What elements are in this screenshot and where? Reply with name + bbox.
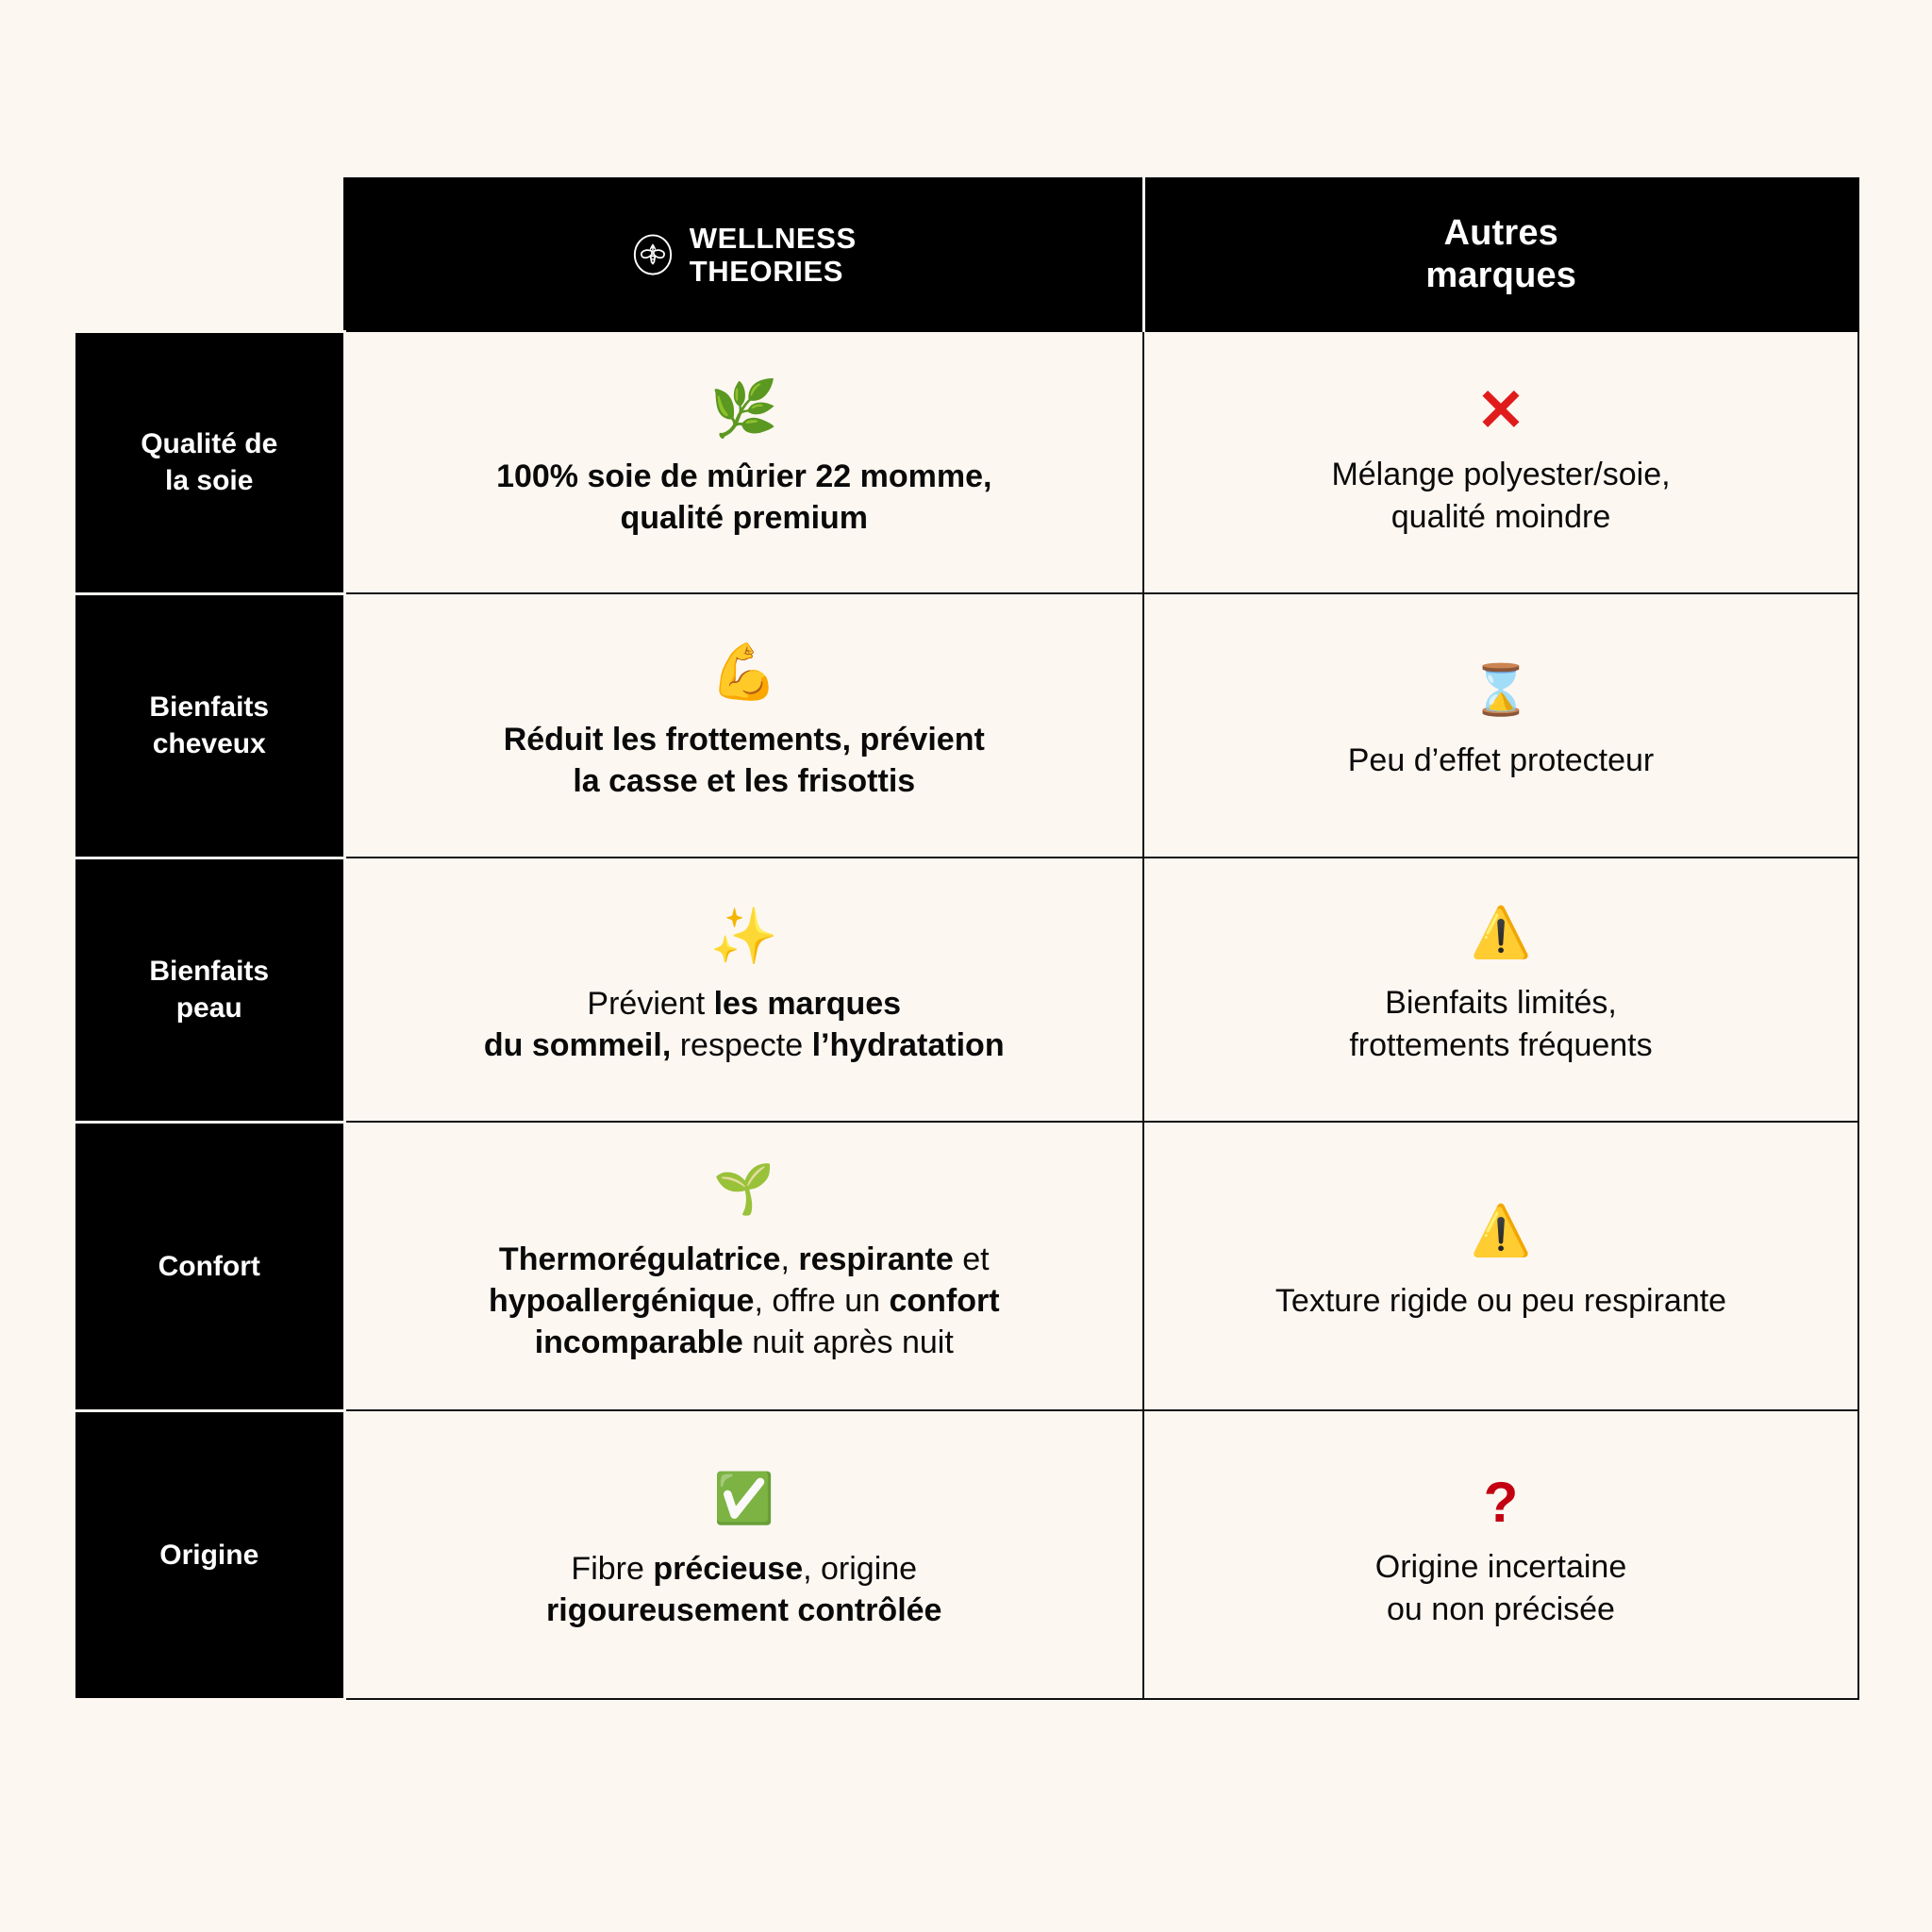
hourglass-icon: ⌛ xyxy=(1470,662,1532,718)
other-cell-text: Texture rigide ou peu respirante xyxy=(1274,1282,1727,1319)
row-label-qualite-de-la-soie: Qualité de la soie xyxy=(75,329,346,595)
cross-mark-icon: ✕ xyxy=(1476,378,1525,444)
table-body: Qualité de la soie 🌿 100% soie de mûrier… xyxy=(75,329,1859,1701)
question-mark-icon: ? xyxy=(1483,1471,1519,1535)
flexed-biceps-icon: 💪 xyxy=(709,641,778,703)
warning-icon: ⚠️ xyxy=(1470,1203,1532,1258)
row-label-origine: Origine xyxy=(75,1408,346,1701)
herb-icon: 🌿 xyxy=(709,377,778,440)
warning-icon: ⚠️ xyxy=(1470,906,1532,961)
header-other-column: Autres marques xyxy=(1142,177,1859,332)
brand-cell-qualite-de-la-soie: 🌿 100% soie de mûrier 22 momme,qualité p… xyxy=(344,330,1144,594)
brand-logo-text: WELLNESS THEORIES xyxy=(689,221,857,288)
other-cell-confort: ⚠️ Texture rigide ou peu respirante xyxy=(1142,1121,1859,1411)
table-row: Bienfaits cheveux 💪 Réduit les frottemen… xyxy=(75,591,1859,859)
other-cell-bienfaits-cheveux: ⌛ Peu d’effet protecteur xyxy=(1142,592,1859,858)
sparkles-icon: ✨ xyxy=(709,905,778,967)
row-label-bienfaits-cheveux: Bienfaits cheveux xyxy=(75,591,346,859)
check-mark-button-icon: ✅ xyxy=(713,1471,775,1526)
other-cell-text: Bienfaits limités,frottements fréquents xyxy=(1349,985,1653,1063)
row-label-confort: Confort xyxy=(75,1120,346,1412)
table-row: Qualité de la soie 🌿 100% soie de mûrier… xyxy=(75,329,1859,595)
comparison-table: WELLNESS THEORIES Autres marques Qualité… xyxy=(75,177,1859,1701)
other-brands-title: Autres marques xyxy=(1425,213,1577,295)
row-label-bienfaits-peau: Bienfaits peau xyxy=(75,856,346,1124)
seedling-icon: 🌱 xyxy=(713,1161,775,1217)
header-corner-spacer xyxy=(75,178,344,331)
bee-emblem-icon xyxy=(631,233,675,276)
table-row: Confort 🌱 Thermorégulatrice, respirante … xyxy=(75,1120,1859,1412)
header-brand-column: WELLNESS THEORIES xyxy=(343,177,1145,332)
other-cell-qualite-de-la-soie: ✕ Mélange polyester/soie,qualité moindre xyxy=(1142,330,1859,594)
other-cell-bienfaits-peau: ⚠️ Bienfaits limités,frottements fréquen… xyxy=(1142,857,1859,1123)
other-cell-text: Mélange polyester/soie,qualité moindre xyxy=(1331,457,1671,535)
other-cell-text: Peu d’effet protecteur xyxy=(1347,741,1655,778)
table-header: WELLNESS THEORIES Autres marques xyxy=(75,177,1859,332)
brand-cell-text: 100% soie de mûrier 22 momme,qualité pre… xyxy=(496,458,992,536)
